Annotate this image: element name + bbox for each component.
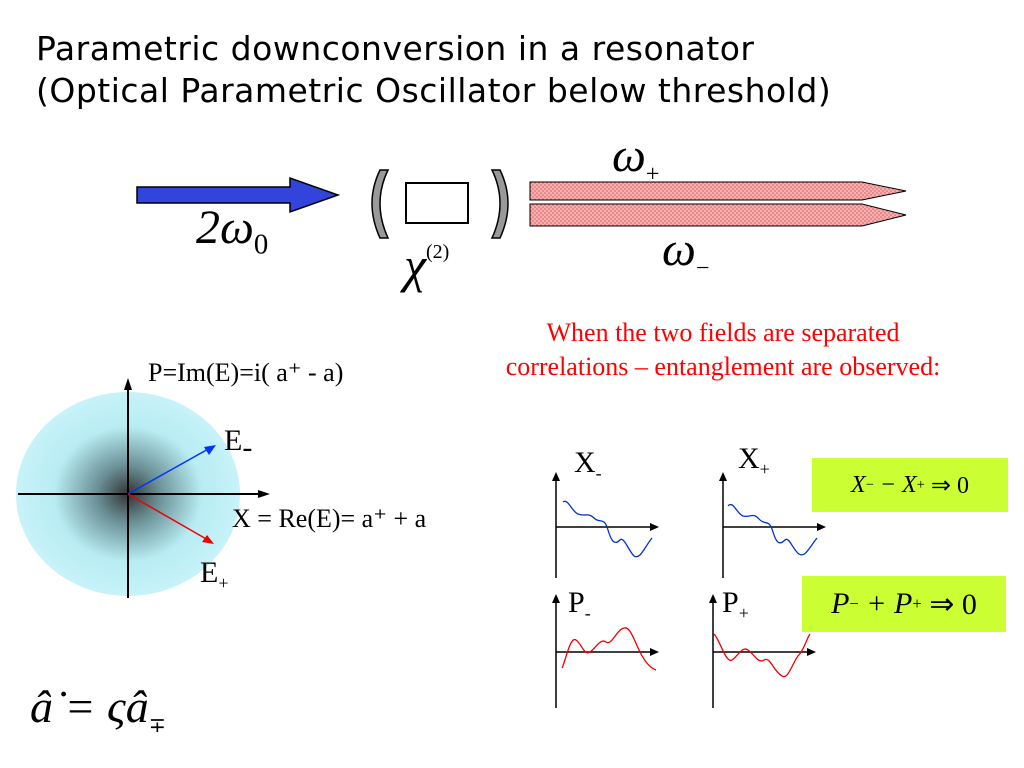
e-plus-vector: [127, 493, 209, 541]
x-plus-trace: [727, 503, 818, 556]
x-eq-result: ⇒ 0: [930, 472, 969, 499]
p-correlation-equation: P− + P+ ⇒ 0: [802, 576, 1006, 632]
e-plus-label: E+: [200, 556, 228, 594]
signal-plus-symbol: ω: [612, 129, 646, 182]
x-minus-trace: [562, 500, 653, 558]
plot-x-minus: [552, 472, 659, 578]
e-plus-subscript: +: [218, 573, 229, 593]
e-minus-arrowhead: [204, 445, 216, 455]
plot-x-minus-label: X-: [574, 446, 602, 484]
plot-p-plus-subscript: +: [738, 603, 749, 623]
pump-frequency-label: 2ω0: [196, 200, 268, 262]
x-eq-op-subscript: +: [916, 476, 925, 493]
signal-arrow-plus: [529, 181, 907, 201]
signal-arrow-minus: [529, 203, 907, 227]
p-axis-arrowhead: [124, 378, 132, 390]
signal-minus-symbol: ω: [662, 223, 696, 276]
plot-p-plus: [709, 594, 816, 708]
plot-p-minus: [552, 594, 659, 708]
nonlinear-crystal: [405, 182, 469, 224]
x-eq-op: − X: [879, 471, 917, 498]
crystal-order: (2): [426, 241, 450, 263]
e-plus-symbol: E: [200, 556, 219, 589]
p-eq-result: ⇒ 0: [929, 587, 977, 621]
x-axis-label: X = Re(E)= a⁺ + a: [232, 504, 427, 533]
signal-minus-subscript: −: [695, 255, 710, 282]
x-axis-arrowhead: [258, 490, 270, 498]
pump-frequency-symbol: 2ω: [196, 201, 254, 254]
slide-title: Parametric downconversion in a resonator…: [36, 28, 996, 112]
crystal-symbol: χ: [404, 237, 426, 293]
title-line-1: Parametric downconversion in a resonator: [36, 29, 755, 68]
e-minus-subscript: -: [242, 431, 253, 464]
plot-x-plus-symbol: X: [738, 442, 760, 475]
p-eq-op-subscript: +: [912, 594, 922, 613]
plot-p-plus-label: P+: [722, 586, 749, 624]
signal-plus-subscript: +: [645, 161, 660, 188]
entanglement-note: When the two fields are separated correl…: [505, 318, 941, 381]
dynamics-expression: â̇ = ςâ: [30, 681, 149, 732]
x-eq-left-subscript: −: [865, 476, 874, 493]
pump-arrow: [136, 176, 341, 214]
x-correlation-equation: X− − X+ ⇒ 0: [812, 458, 1008, 512]
p-eq-left: P: [831, 587, 850, 620]
plot-p-plus-symbol: P: [722, 586, 739, 619]
plot-p-minus-symbol: P: [568, 586, 585, 619]
plot-x-plus: [719, 472, 826, 578]
p-eq-left-subscript: −: [849, 594, 859, 613]
p-plus-trace: [713, 633, 811, 678]
crystal-label: χ(2): [404, 236, 449, 294]
dynamics-subscript: ∓: [148, 715, 167, 738]
p-eq-op: + P: [866, 587, 913, 620]
plot-x-minus-symbol: X: [574, 446, 596, 479]
e-minus-label: E-: [224, 424, 252, 465]
x-eq-left: X: [851, 471, 866, 498]
signal-minus-label: ω−: [662, 222, 709, 283]
e-minus-symbol: E: [224, 424, 243, 457]
plot-x-plus-label: X+: [738, 442, 770, 480]
signal-plus-label: ω+: [612, 128, 659, 189]
cavity-left-mirror: [371, 169, 390, 239]
title-line-2: (Optical Parametric Oscillator below thr…: [36, 71, 832, 110]
plot-p-minus-subscript: -: [584, 603, 591, 623]
plot-p-minus-label: P-: [568, 586, 591, 624]
plot-x-plus-subscript: +: [759, 459, 770, 479]
plot-x-minus-subscript: -: [595, 463, 602, 483]
p-axis-label: P=Im(E)=i( a⁺ - a): [148, 358, 344, 387]
cavity-right-mirror: [490, 169, 509, 239]
e-plus-arrowhead: [202, 535, 214, 544]
e-minus-vector: [127, 447, 211, 495]
pump-frequency-subscript: 0: [253, 228, 269, 261]
dynamics-equation: â̇ = ςâ∓: [30, 680, 166, 738]
p-minus-trace: [561, 627, 657, 671]
